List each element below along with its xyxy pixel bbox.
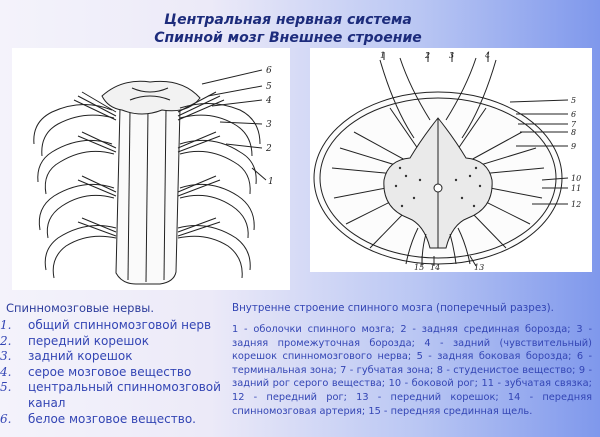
legend-item-text: белое мозговое вещество. [28, 411, 196, 426]
legend-item: 2. передний корешок [0, 334, 228, 350]
right-label-1: 1 [380, 51, 385, 60]
legend-item-number: 4. [0, 364, 12, 379]
spinal-cord-cross-section-drawing: 1 2 3 4 5 6 7 8 9 10 11 12 13 14 15 [313, 51, 581, 272]
right-label-9: 9 [571, 142, 576, 151]
description-title: Внутренне строение спинного мозга (попер… [232, 302, 554, 314]
right-label-7: 7 [571, 120, 577, 129]
left-label-4: 4 [265, 96, 272, 106]
description-text: 1 - оболочки спинного мозга; 2 - задняя … [232, 324, 592, 417]
spinal-cord-cross-section-figure: 1 2 3 4 5 6 7 8 9 10 11 12 13 14 15 [310, 48, 592, 272]
legend-list: 1. общий спинномозговой нерв 2. передний к… [0, 318, 228, 427]
right-label-5: 5 [571, 96, 576, 105]
legend-title: Спинномозговые нервы. [6, 301, 154, 315]
legend-item-text: передний корешок [28, 333, 149, 348]
legend-item: 5. центральный спинномозговой канал [0, 380, 228, 411]
legend-item: 1. общий спинномозговой нерв [0, 318, 228, 334]
left-label-6: 6 [266, 66, 272, 76]
right-label-2: 2 [424, 51, 430, 60]
legend-item-text: центральный спинномозговой канал [28, 380, 221, 410]
legend-item-text: общий спинномозговой нерв [28, 318, 212, 332]
right-label-13: 13 [474, 263, 484, 272]
spinal-cord-external-figure: 6 5 4 3 2 1 [12, 48, 290, 290]
page-subtitle: Спинной мозг Внешнее строение [154, 30, 422, 46]
right-label-4: 4 [484, 51, 490, 60]
legend-item: 3. задний корешок [0, 349, 228, 365]
legend-item-number: 6. [0, 411, 12, 426]
right-label-8: 8 [571, 128, 576, 137]
spinal-cord-external-drawing: 6 5 4 3 2 1 [33, 66, 274, 285]
left-label-2: 2 [265, 144, 272, 154]
right-label-12: 12 [571, 200, 581, 209]
legend-item: 6. белое мозговое вещество. [0, 412, 228, 428]
right-label-10: 10 [571, 174, 581, 183]
right-label-15: 15 [414, 263, 424, 272]
right-label-14: 14 [430, 263, 440, 272]
legend-item-text: серое мозговое вещество [28, 364, 192, 379]
left-label-3: 3 [266, 120, 272, 130]
legend-item: 4. серое мозговое вещество [0, 365, 228, 381]
legend-item-number: 3. [0, 349, 12, 364]
right-label-11: 11 [571, 184, 581, 193]
right-label-3: 3 [449, 51, 454, 60]
page-title: Центральная нервная система [164, 12, 412, 28]
legend-item-number: 5. [0, 380, 12, 395]
left-label-1: 1 [268, 177, 274, 187]
legend-item-text: задний корешок [28, 349, 133, 364]
legend-item-number: 2. [0, 333, 12, 348]
right-label-6: 6 [571, 110, 576, 119]
legend-item-number: 1. [0, 318, 12, 332]
left-label-5: 5 [266, 82, 272, 92]
